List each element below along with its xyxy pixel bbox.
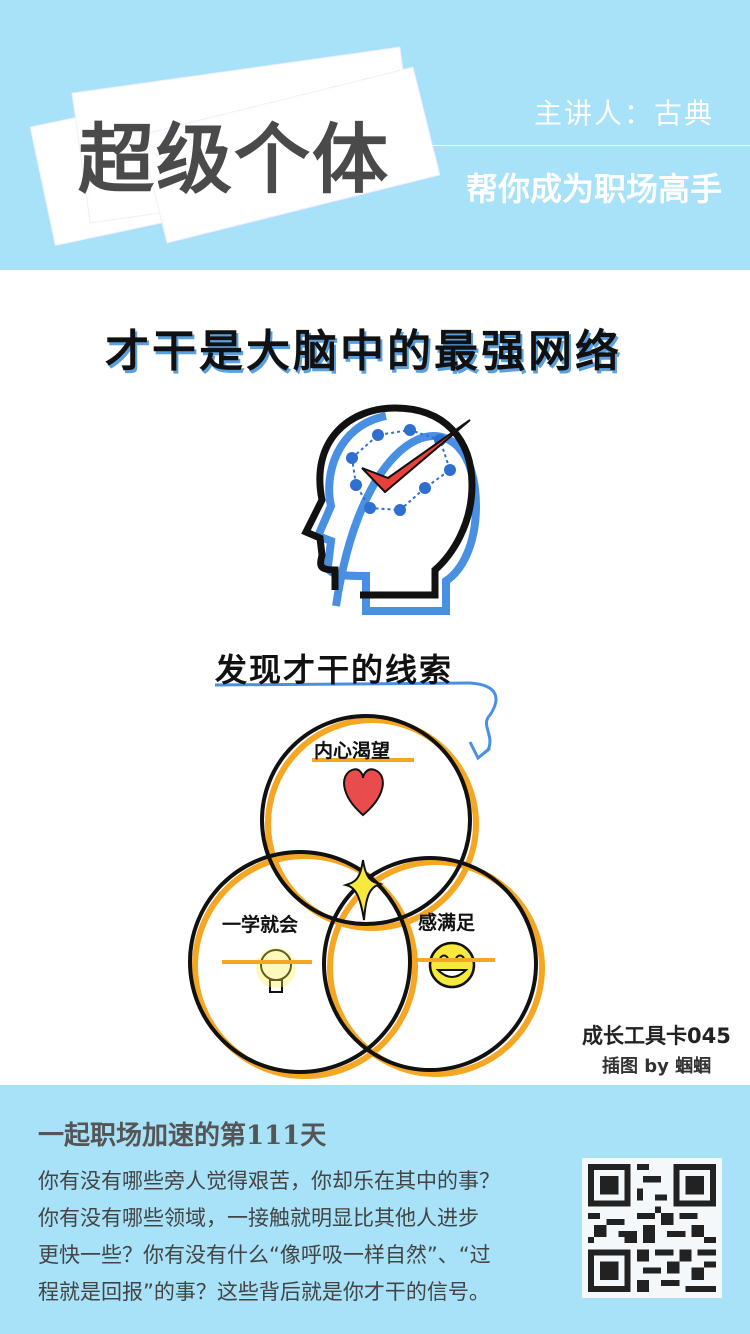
card-number: 成长工具卡045 — [582, 1024, 731, 1048]
underline — [214, 681, 471, 687]
subheading: 发现才干的线索 — [215, 651, 454, 689]
slogan: 帮你成为职场高手 — [465, 170, 722, 208]
head-icon — [301, 404, 481, 615]
illustration: 才干是大脑中的最强网络 发现才干的线索 内心渴望 一学就会 感满足 成长工具卡0… — [0, 270, 750, 1085]
header-banner: 超级个体 主讲人：古典 帮你成为职场高手 — [0, 0, 750, 270]
drawing — [188, 404, 545, 1079]
arrow-icon — [468, 681, 498, 761]
venn-diagram — [188, 714, 545, 1079]
footer: 一起职场加速的第111天 你有没有哪些旁人觉得艰苦，你却乐在其中的事？ 你有没有… — [0, 1085, 750, 1334]
description-line: 程就是回报”的事？这些背后就是你才干的信号。 — [38, 1280, 490, 1304]
speaker-label: 主讲人：古典 — [533, 97, 714, 130]
divider — [430, 145, 750, 146]
credit: 插图 by 蝈蝈 — [602, 1056, 712, 1077]
qr-code[interactable] — [582, 1158, 722, 1298]
network-icon — [346, 424, 456, 516]
description-line: 更快一些？你有没有什么“像呼吸一样自然”、“过 — [38, 1243, 491, 1267]
circle-label-satisfy: 感满足 — [418, 912, 476, 934]
description: 你有没有哪些旁人觉得艰苦，你却乐在其中的事？ 你有没有哪些领域，一接触就明显比其… — [38, 1163, 558, 1311]
smile-icon — [428, 941, 476, 989]
heart-icon — [343, 768, 384, 817]
circle-label-desire: 内心渴望 — [314, 740, 391, 762]
day-title: 一起职场加速的第111天 — [38, 1121, 327, 1151]
checkmark-icon — [361, 419, 471, 494]
description-line: 你有没有哪些旁人觉得艰苦，你却乐在其中的事？ — [38, 1169, 500, 1193]
sparkle-icon — [342, 859, 384, 921]
circle-label-learn: 一学就会 — [222, 914, 299, 936]
illustration-heading: 才干是大脑中的最强网络 — [105, 326, 622, 377]
course-title: 超级个体 — [78, 115, 390, 204]
description-line: 你有没有哪些领域，一接触就明显比其他人进步 — [38, 1206, 479, 1230]
lightbulb-icon — [256, 948, 296, 993]
